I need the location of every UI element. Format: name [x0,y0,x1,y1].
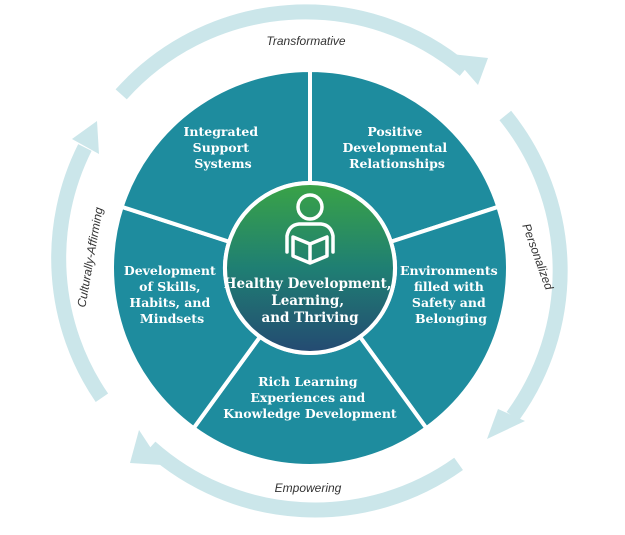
segment-label-line: Belonging [415,311,487,326]
segment-label-line: Support [193,140,250,155]
center-title-line-2: Learning, [271,293,344,309]
segment-label-line: Rich Learning [258,374,358,389]
segment-label-environments: Environments filled with Safety and Belo… [400,263,502,326]
segment-label-line: Mindsets [140,311,204,326]
segment-label-line: Safety and [412,295,486,310]
center-title: Healthy Development, Learning, and Thriv… [224,276,396,326]
arrow-bottom-left [130,430,162,465]
segment-label-line: Relationships [349,156,445,171]
segment-label-line: Developmental [342,140,447,155]
segment-label-integrated-support: Integrated Support Systems [184,124,263,171]
segment-label-line: Systems [194,156,251,171]
arrow-top-right [451,54,488,85]
segment-label-line: of Skills, [139,279,200,294]
outer-cycle-ring [51,4,568,518]
segment-label-positive-relationships: Positive Developmental Relationships [342,124,451,171]
segment-label-line: Environments [400,263,498,278]
ring-label-culturally-affirming: Culturally-Affirming [74,206,105,309]
center-title-line-3: and Thriving [261,310,359,326]
segment-label-line: Development [124,263,216,278]
arrow-right-bottom [487,409,525,439]
center-circle [223,181,397,355]
segment-group [110,67,510,468]
ring-arc-left [51,144,109,403]
segment-label-line: Habits, and [129,295,210,310]
arrow-left-top [72,121,99,154]
segment-label-line: Positive [367,124,422,139]
center-title-line-1: Healthy Development, [224,276,392,292]
segment-label-line: filled with [414,279,484,294]
ring-label-empowering: Empowering [275,481,342,495]
ring-arc-bottom [145,441,463,518]
ring-arc-right [499,110,568,421]
segment-label-development-skills: Development of Skills, Habits, and Minds… [124,263,220,326]
ring-label-transformative: Transformative [266,34,345,48]
segment-label-line: Experiences and [250,390,365,405]
segment-label-rich-learning: Rich Learning Experiences and Knowledge … [223,374,397,421]
person-reading-icon [285,193,335,265]
segment-label-line: Knowledge Development [223,406,397,421]
ring-arrowheads [72,54,525,465]
segment-label-line: Integrated [184,124,259,139]
ring-arc-top [115,4,470,100]
